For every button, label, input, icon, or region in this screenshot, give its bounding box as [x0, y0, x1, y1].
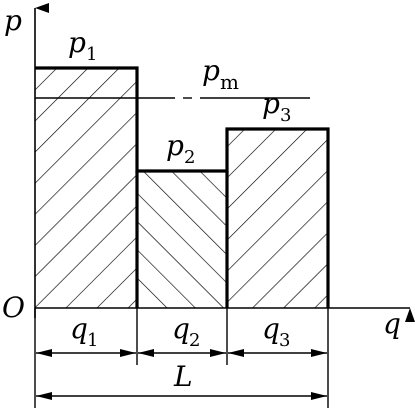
svg-text:q: q: [262, 312, 280, 345]
svg-text:p: p: [166, 129, 184, 162]
svg-text:p: p: [262, 87, 280, 120]
x-axis-label: q: [383, 307, 401, 340]
svg-text:m: m: [220, 70, 239, 94]
svg-text:1: 1: [86, 44, 97, 65]
label-p1: p 1: [68, 26, 97, 65]
svg-text:3: 3: [280, 105, 291, 126]
svg-text:q: q: [70, 312, 88, 345]
label-p3: p 3: [262, 87, 291, 126]
label-p2: p 2: [166, 129, 195, 168]
block-2-fill: [137, 171, 227, 308]
label-L: L: [173, 360, 193, 393]
svg-text:1: 1: [87, 330, 98, 351]
label-q1: q 1: [70, 312, 98, 351]
svg-text:p: p: [202, 54, 220, 87]
label-q3: q 3: [262, 312, 290, 351]
svg-text:q: q: [172, 312, 190, 345]
y-axis-label: p: [4, 4, 22, 37]
origin-label: O: [2, 291, 25, 324]
label-pm: p m: [202, 54, 239, 94]
block-3-fill: [227, 129, 328, 308]
svg-text:2: 2: [184, 147, 195, 168]
svg-text:3: 3: [279, 330, 290, 351]
svg-text:2: 2: [189, 330, 200, 351]
block-1-fill: [35, 68, 137, 308]
label-q2: q 2: [172, 312, 200, 351]
svg-text:p: p: [68, 26, 86, 59]
